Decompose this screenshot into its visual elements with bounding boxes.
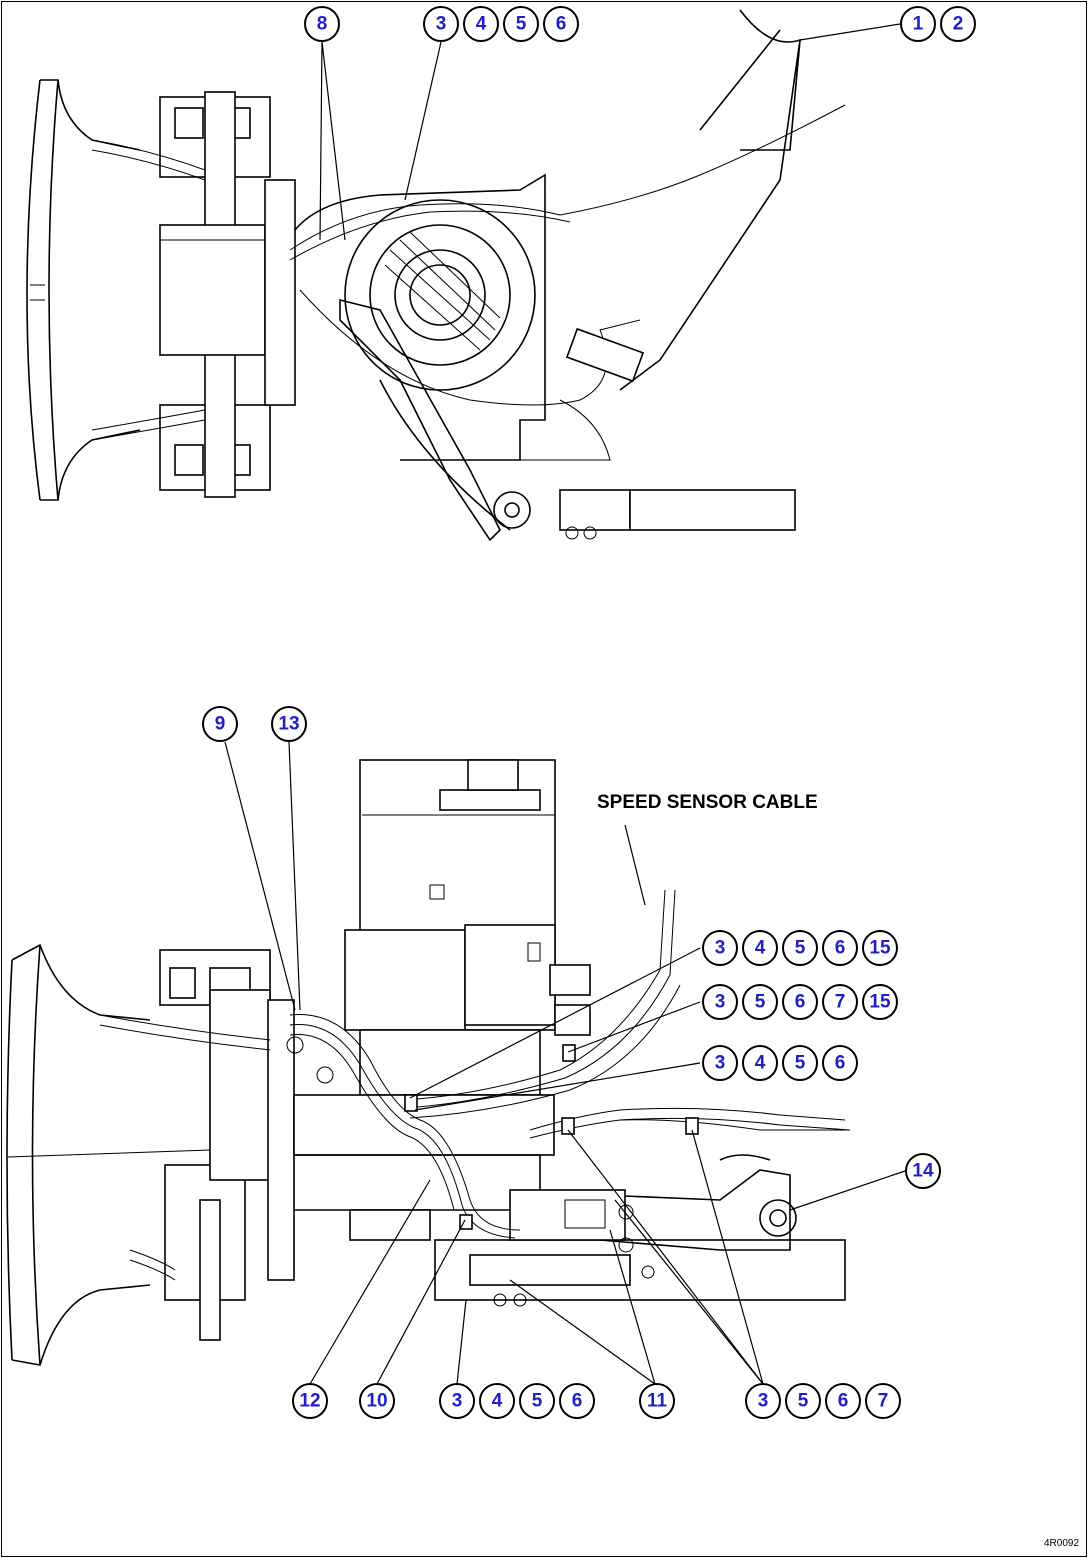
top-callouts: 8 3 4 5 6 1 2 [304, 6, 976, 241]
callout-13: 13 [271, 706, 307, 742]
callout-6: 6 [543, 6, 579, 42]
leader-12 [799, 23, 901, 41]
svg-text:9: 9 [215, 714, 226, 735]
svg-text:5: 5 [516, 14, 527, 35]
bottom-view-drawing [6, 759, 851, 1366]
svg-text:5: 5 [798, 1391, 809, 1412]
callout-4: 4 [463, 6, 499, 42]
leader-3456 [404, 41, 442, 201]
bottom-leaders [224, 741, 906, 1385]
callout-12: 12 [292, 1383, 328, 1419]
callout-11: 11 [639, 1383, 675, 1419]
svg-text:6: 6 [795, 992, 806, 1013]
svg-text:4: 4 [476, 14, 487, 35]
svg-text:7: 7 [878, 1391, 889, 1412]
speed-sensor-cable-label: SPEED SENSOR CABLE [597, 792, 818, 813]
bottom-callouts: 9 13 3 4 5 6 15 3 5 6 7 15 3 4 5 6 [202, 706, 941, 1419]
callout-bottom-row-2: 3 5 6 7 [745, 1383, 901, 1419]
svg-text:6: 6 [835, 1053, 846, 1074]
svg-text:3: 3 [715, 938, 726, 959]
leader-8a [321, 41, 346, 241]
svg-text:6: 6 [556, 14, 567, 35]
callout-row-2: 3 5 6 7 15 [702, 984, 898, 1020]
svg-text:1: 1 [913, 14, 924, 35]
svg-text:15: 15 [869, 992, 891, 1013]
svg-text:3: 3 [715, 1053, 726, 1074]
svg-text:14: 14 [912, 1161, 934, 1182]
svg-text:7: 7 [835, 992, 846, 1013]
callout-10: 10 [359, 1383, 395, 1419]
callout-9: 9 [202, 706, 238, 742]
svg-text:6: 6 [572, 1391, 583, 1412]
svg-text:10: 10 [366, 1391, 387, 1412]
svg-text:6: 6 [838, 1391, 849, 1412]
callout-5: 5 [503, 6, 539, 42]
callout-14: 14 [905, 1153, 941, 1189]
svg-text:3: 3 [715, 992, 726, 1013]
leader-8b [319, 41, 323, 241]
svg-text:5: 5 [532, 1391, 543, 1412]
callout-2: 2 [940, 6, 976, 42]
svg-text:3: 3 [758, 1391, 769, 1412]
top-view-drawing [26, 9, 846, 542]
svg-text:3: 3 [452, 1391, 463, 1412]
svg-text:5: 5 [755, 992, 766, 1013]
callout-8: 8 [304, 6, 340, 42]
callout-bottom-row-1: 3 4 5 6 [439, 1383, 595, 1419]
callout-row-3: 3 4 5 6 [702, 1045, 858, 1081]
svg-text:13: 13 [278, 714, 299, 735]
svg-text:6: 6 [835, 938, 846, 959]
svg-text:2: 2 [953, 14, 964, 35]
svg-text:3: 3 [436, 14, 447, 35]
svg-text:4: 4 [755, 1053, 766, 1074]
svg-text:5: 5 [795, 938, 806, 959]
callout-row-1: 3 4 5 6 15 [702, 930, 898, 966]
svg-text:4: 4 [492, 1391, 503, 1412]
callout-1: 1 [900, 6, 936, 42]
svg-text:5: 5 [795, 1053, 806, 1074]
svg-text:12: 12 [299, 1391, 320, 1412]
svg-text:11: 11 [647, 1391, 668, 1412]
figure-number: 4R0092 [1044, 1538, 1079, 1549]
callout-3: 3 [423, 6, 459, 42]
svg-text:4: 4 [755, 938, 766, 959]
svg-text:8: 8 [317, 14, 328, 35]
svg-text:15: 15 [869, 938, 891, 959]
